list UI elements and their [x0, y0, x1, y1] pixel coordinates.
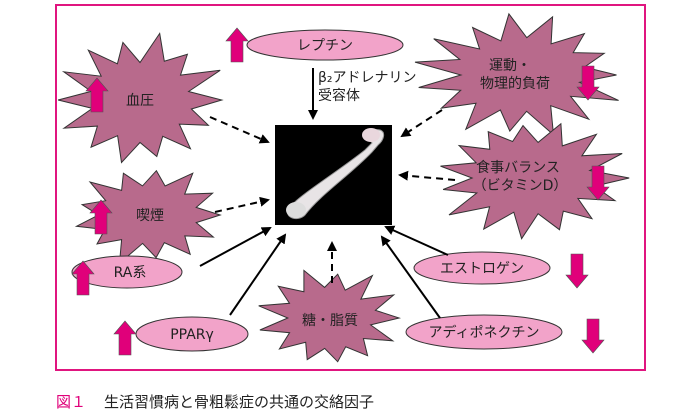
ra-link — [199, 227, 272, 267]
exercise-label-line2: 物理的負荷 — [480, 76, 550, 92]
exercise-label-line1: 運動・ — [489, 58, 531, 74]
beta2-label-line1: β₂アドレナリン — [318, 70, 417, 86]
caption-text: 生活習慣病と骨粗鬆症の共通の交絡因子 — [104, 393, 375, 411]
arrow-up-icon — [113, 320, 137, 356]
sugar-lipid-label: 糖・脂質 — [302, 313, 358, 329]
adiponectin-label: アディポネクチン — [428, 324, 539, 341]
smoking-link — [214, 196, 270, 213]
blood-pressure-burst — [57, 32, 224, 164]
arrow-down-icon — [581, 318, 605, 354]
diet-label-line1: 食事バランス — [476, 159, 560, 176]
diet-link — [398, 170, 456, 181]
figure-caption: 図１ 生活習慣病と骨粗鬆症の共通の交絡因子 — [56, 391, 374, 412]
blood-pressure-label: 血圧 — [126, 93, 154, 109]
blood-pressure-link — [209, 116, 270, 144]
ra-ellipse — [71, 255, 183, 289]
exercise-burst — [414, 12, 619, 137]
exercise-link — [400, 109, 443, 138]
arrow-down-icon — [586, 165, 610, 201]
adiponectin-ellipse — [405, 314, 563, 350]
ppar-label: PPARγ — [170, 327, 214, 343]
arrow-up-icon — [225, 27, 249, 63]
arrow-down-icon — [576, 65, 600, 101]
estrogen-label: エストロゲン — [440, 261, 524, 277]
bone-image — [275, 125, 392, 225]
leptin-label: レプチン — [297, 38, 353, 54]
arrow-up-icon — [89, 199, 113, 235]
estrogen-ellipse — [413, 251, 551, 285]
sugar-lipid-burst — [258, 269, 402, 363]
smoking-label: 喫煙 — [136, 208, 164, 224]
diet-burst — [440, 122, 630, 240]
arrow-down-icon — [565, 253, 589, 289]
beta2-label-line2: 受容体 — [318, 87, 360, 104]
arrow-up-icon — [71, 260, 95, 296]
adiponectin-link — [380, 235, 441, 319]
ppar-link — [229, 233, 287, 316]
ra-label: RA系 — [114, 265, 147, 281]
frame-border — [55, 4, 646, 371]
diet-label-line2: （ビタミンD） — [473, 178, 568, 194]
estrogen-link — [384, 225, 449, 256]
leptin-ellipse — [246, 29, 404, 61]
caption-number: 図１ — [56, 393, 87, 411]
arrow-up-icon — [85, 77, 109, 113]
